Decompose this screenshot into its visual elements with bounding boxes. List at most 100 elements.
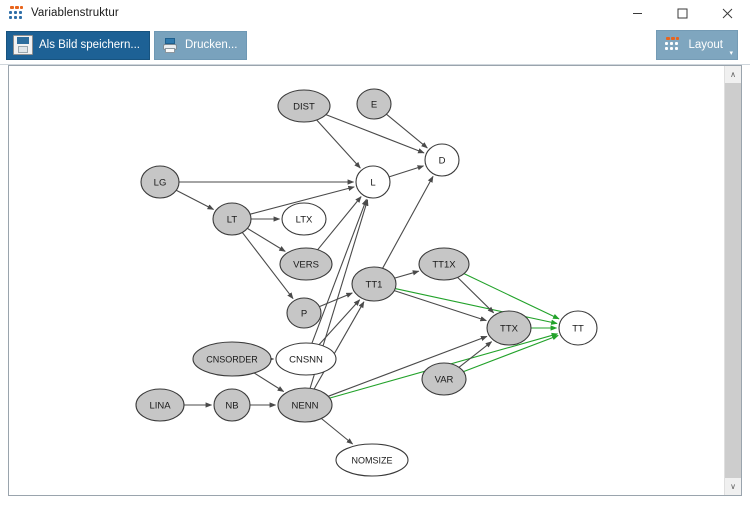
graph-node-ltx[interactable]: LTX xyxy=(281,202,327,236)
scroll-up-button[interactable]: ∧ xyxy=(725,66,741,83)
graph-node-cnsorder[interactable]: CNSORDER xyxy=(192,341,272,377)
graph-edge xyxy=(253,372,285,392)
graph-node-tt[interactable]: TT xyxy=(558,310,598,346)
graph-edge xyxy=(319,292,353,308)
node-shape xyxy=(335,443,409,477)
node-label: NOMSIZE xyxy=(351,455,392,465)
node-shape xyxy=(277,89,331,123)
graph-edge xyxy=(386,113,428,149)
graph-node-tt1x[interactable]: TT1X xyxy=(418,247,470,281)
maximize-button[interactable] xyxy=(660,0,705,26)
node-label: VERS xyxy=(293,259,319,270)
graph-edges xyxy=(175,113,560,445)
node-label: NENN xyxy=(292,400,319,411)
graph-edge xyxy=(175,189,215,210)
graph-node-l[interactable]: L xyxy=(355,165,391,199)
graph-node-cnsnn[interactable]: CNSNN xyxy=(275,342,337,376)
node-label: P xyxy=(301,308,307,319)
minimize-button[interactable] xyxy=(615,0,660,26)
node-label: TT1 xyxy=(366,279,383,290)
title-bar: Variablenstruktur xyxy=(0,0,750,26)
graph-edge xyxy=(313,301,365,390)
graph-node-ttx[interactable]: TTX xyxy=(486,310,532,346)
scroll-thumb xyxy=(725,83,741,478)
layout-button[interactable]: Layout ▾ xyxy=(656,30,738,60)
graph-edge xyxy=(458,341,493,368)
print-label: Drucken... xyxy=(185,39,238,51)
node-shape xyxy=(418,247,470,281)
node-label: D xyxy=(439,155,446,166)
graph-node-dist[interactable]: DIST xyxy=(277,89,331,123)
graph-node-var[interactable]: VAR xyxy=(421,362,467,396)
node-shape xyxy=(486,310,532,346)
graph-node-vers[interactable]: VERS xyxy=(279,247,333,281)
graph-edge xyxy=(382,175,434,269)
node-label: CNSNN xyxy=(289,354,323,365)
graph-edge xyxy=(247,227,286,252)
toolbar: Als Bild speichern... Drucken... Layout … xyxy=(0,26,750,65)
layout-label: Layout xyxy=(688,39,723,51)
node-shape xyxy=(212,202,252,236)
vertical-scrollbar[interactable]: ∧ ∨ xyxy=(724,66,741,495)
graph-edge xyxy=(325,114,425,154)
node-shape xyxy=(351,266,397,302)
node-shape xyxy=(421,362,467,396)
scroll-down-button[interactable]: ∨ xyxy=(725,478,741,495)
node-shape xyxy=(213,388,251,422)
node-label: LT xyxy=(227,214,238,225)
node-label: LG xyxy=(154,177,167,188)
scroll-track[interactable] xyxy=(725,83,741,478)
node-shape xyxy=(275,342,337,376)
printer-icon xyxy=(161,36,179,54)
save-as-image-button[interactable]: Als Bild speichern... xyxy=(6,30,150,60)
node-shape xyxy=(140,165,180,199)
graph-node-e[interactable]: E xyxy=(356,88,392,120)
save-as-image-label: Als Bild speichern... xyxy=(39,39,140,51)
graph-node-lt[interactable]: LT xyxy=(212,202,252,236)
graph-node-p[interactable]: P xyxy=(286,297,322,329)
node-label: CNSORDER xyxy=(206,354,258,364)
node-label: DIST xyxy=(293,101,315,112)
graph-edge xyxy=(388,165,425,178)
node-label: E xyxy=(371,99,377,110)
graph-node-nenn[interactable]: NENN xyxy=(277,387,333,423)
graph-edge xyxy=(241,232,294,300)
print-button[interactable]: Drucken... xyxy=(154,30,248,60)
node-label: VAR xyxy=(435,374,454,385)
graph-edge xyxy=(395,288,558,325)
graph-edge xyxy=(394,270,420,279)
node-label: TT xyxy=(572,323,584,334)
node-shape xyxy=(286,297,322,329)
close-button[interactable] xyxy=(705,0,750,26)
graph-node-tt1[interactable]: TT1 xyxy=(351,266,397,302)
node-label: NB xyxy=(225,400,238,411)
chevron-down-icon[interactable]: ▾ xyxy=(729,50,733,57)
graph-edge xyxy=(457,277,495,314)
node-shape xyxy=(355,165,391,199)
graph-edge xyxy=(249,185,355,215)
graph-node-nb[interactable]: NB xyxy=(213,388,251,422)
graph-edge xyxy=(316,119,361,169)
grid-layout-icon xyxy=(664,36,682,54)
graph-node-lina[interactable]: LINA xyxy=(135,388,185,422)
floppy-disk-icon xyxy=(13,35,33,55)
graph-edge xyxy=(463,273,560,320)
graph-edge xyxy=(321,418,354,445)
graph-edge xyxy=(463,334,559,373)
node-label: L xyxy=(370,177,375,188)
window-controls xyxy=(615,0,750,26)
node-shape xyxy=(135,388,185,422)
graph-node-lg[interactable]: LG xyxy=(140,165,180,199)
graph-node-nomsize[interactable]: NOMSIZE xyxy=(335,443,409,477)
window-title: Variablenstruktur xyxy=(31,7,119,19)
node-shape xyxy=(424,143,460,177)
graph-edge xyxy=(328,335,488,397)
node-label: LTX xyxy=(296,214,313,225)
node-shape xyxy=(192,341,272,377)
graph-edge xyxy=(311,198,367,344)
graph-node-d[interactable]: D xyxy=(424,143,460,177)
